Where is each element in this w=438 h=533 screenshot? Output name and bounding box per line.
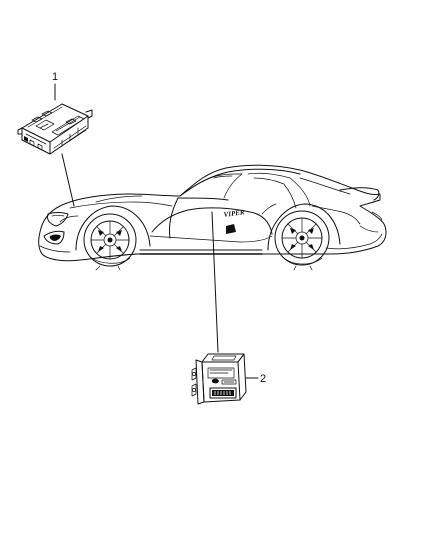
leader-line-1-to-car	[61, 153, 75, 207]
leader-line-2-to-car	[211, 211, 219, 353]
car-illustration: VIPER	[38, 164, 387, 271]
callout-2: 2	[260, 373, 266, 385]
sensor-module-part-2	[191, 353, 247, 405]
front-wheel	[75, 205, 151, 271]
callout-1: 1	[52, 71, 58, 83]
rear-wheel	[267, 203, 341, 271]
viper-badge: VIPER	[223, 208, 245, 234]
control-module-part-1	[17, 103, 93, 155]
leader-lines	[54, 83, 259, 379]
viper-badge-text: VIPER	[223, 208, 245, 219]
